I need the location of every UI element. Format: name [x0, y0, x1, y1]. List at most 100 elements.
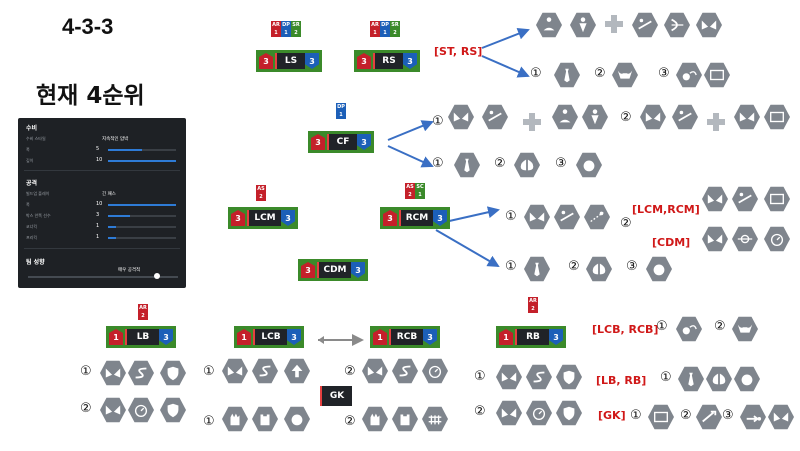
label-lcm-rcm: [LCM,RCM] — [632, 203, 700, 216]
ball-icon — [284, 406, 310, 432]
wings-icon — [448, 104, 474, 130]
rank-3-marker: ③ — [555, 156, 567, 171]
rank-2-marker: ② — [594, 66, 606, 81]
label-gk: [GK] — [598, 409, 626, 422]
player-tile-cf[interactable]: 3 CF 3 — [308, 131, 374, 153]
level-badge: 1 — [109, 329, 123, 345]
player-tile-lcm[interactable]: 3 LCM 3 — [228, 207, 298, 229]
rank-1-marker: ① — [660, 370, 672, 385]
player-tile-ls[interactable]: 3 LS 3 — [256, 50, 322, 72]
level-badge: 3 — [311, 134, 325, 150]
buildup-value: 긴 패스 — [102, 192, 116, 197]
level-badge: 3 — [357, 53, 371, 69]
rank-title: 현재 4순위 — [36, 83, 145, 109]
level-badge: 1 — [237, 329, 251, 345]
grade-badge: 3 — [351, 262, 365, 278]
grade-badge: 3 — [423, 329, 437, 345]
rank-3-marker: ③ — [658, 66, 670, 81]
attack-title: 공격 — [26, 180, 38, 187]
formation-title: 4-3-3 — [62, 14, 114, 39]
grade-badge: 3 — [287, 329, 301, 345]
corner-label: 코너킥 — [26, 224, 38, 229]
team-title: 팀 성향 — [26, 259, 45, 266]
rank-1-marker: ① — [505, 209, 517, 224]
rank-1-marker: ① — [203, 414, 215, 429]
rank-1-marker: ① — [474, 369, 486, 384]
width-bar[interactable] — [108, 149, 142, 151]
box-label: 박스 안쪽 선수 — [26, 213, 51, 218]
team-slider-handle[interactable] — [154, 273, 160, 279]
defense-style-value: 지속적인 압박 — [102, 137, 129, 142]
rank-2-marker: ② — [344, 414, 356, 429]
grade-badge: 3 — [159, 329, 173, 345]
rank-3-marker: ③ — [722, 408, 734, 423]
position-label: RCB — [389, 329, 423, 345]
rank-1-marker: ① — [80, 364, 92, 379]
freekick-value: 1 — [96, 234, 100, 240]
player-tile-cdm[interactable]: 3 CDM 3 — [298, 259, 368, 281]
level-badge: 3 — [301, 262, 315, 278]
player-tile-gk[interactable]: GK — [320, 386, 352, 406]
wings-icon — [100, 397, 126, 423]
position-label: LS — [275, 53, 305, 69]
rank-1-marker: ① — [505, 259, 517, 274]
label-lb-rb: [LB, RB] — [596, 374, 647, 387]
grade-badge: 3 — [549, 329, 563, 345]
plus-icon — [706, 112, 726, 132]
defense-title: 수비 — [26, 125, 38, 132]
box-value: 3 — [96, 212, 100, 218]
rank-2-marker: ② — [680, 408, 692, 423]
rank-1-marker: ① — [656, 319, 668, 334]
att-width-bar[interactable] — [108, 204, 176, 206]
position-label: RB — [515, 329, 549, 345]
player-tile-rb[interactable]: 1 RB 3 — [496, 326, 566, 348]
rank-1-marker: ① — [432, 156, 444, 171]
depth-label: 깊이 — [26, 158, 34, 163]
snake-icon — [392, 358, 418, 384]
buildup-label: 빌드업 플레이 — [26, 191, 50, 196]
player-tile-rcm[interactable]: 3 RCM 3 — [380, 207, 450, 229]
rank-1-marker: ① — [630, 408, 642, 423]
gloves-icon — [362, 406, 388, 432]
arrow-up-icon — [284, 358, 310, 384]
team-value: 매우 공격적 — [118, 268, 141, 273]
wall-icon — [422, 406, 448, 432]
depth-bar[interactable] — [108, 160, 176, 162]
position-label: LCM — [247, 210, 281, 226]
position-label: CF — [327, 134, 357, 150]
level-badge: 3 — [259, 53, 273, 69]
level-badge: 1 — [373, 329, 387, 345]
position-label: LB — [125, 329, 159, 345]
freekick-bar[interactable] — [108, 237, 116, 239]
depth-value: 10 — [96, 157, 103, 163]
box-bar[interactable] — [108, 215, 130, 217]
tackle-icon — [482, 104, 508, 130]
grade-badge: 3 — [357, 134, 371, 150]
wings-icon — [100, 360, 126, 386]
player-tile-lb[interactable]: 1 LB 3 — [106, 326, 176, 348]
player-tile-rcb[interactable]: 1 RCB 3 — [370, 326, 440, 348]
width-value: 5 — [96, 146, 100, 152]
player-tile-rs[interactable]: 3 RS 3 — [354, 50, 420, 72]
grade-badge: 3 — [281, 210, 295, 226]
corner-bar[interactable] — [108, 226, 116, 228]
rank-2-marker: ② — [714, 319, 726, 334]
rank-2-marker: ② — [620, 216, 632, 231]
player-tile-lcb[interactable]: 1 LCB 3 — [234, 326, 304, 348]
plus-icon — [522, 112, 542, 132]
